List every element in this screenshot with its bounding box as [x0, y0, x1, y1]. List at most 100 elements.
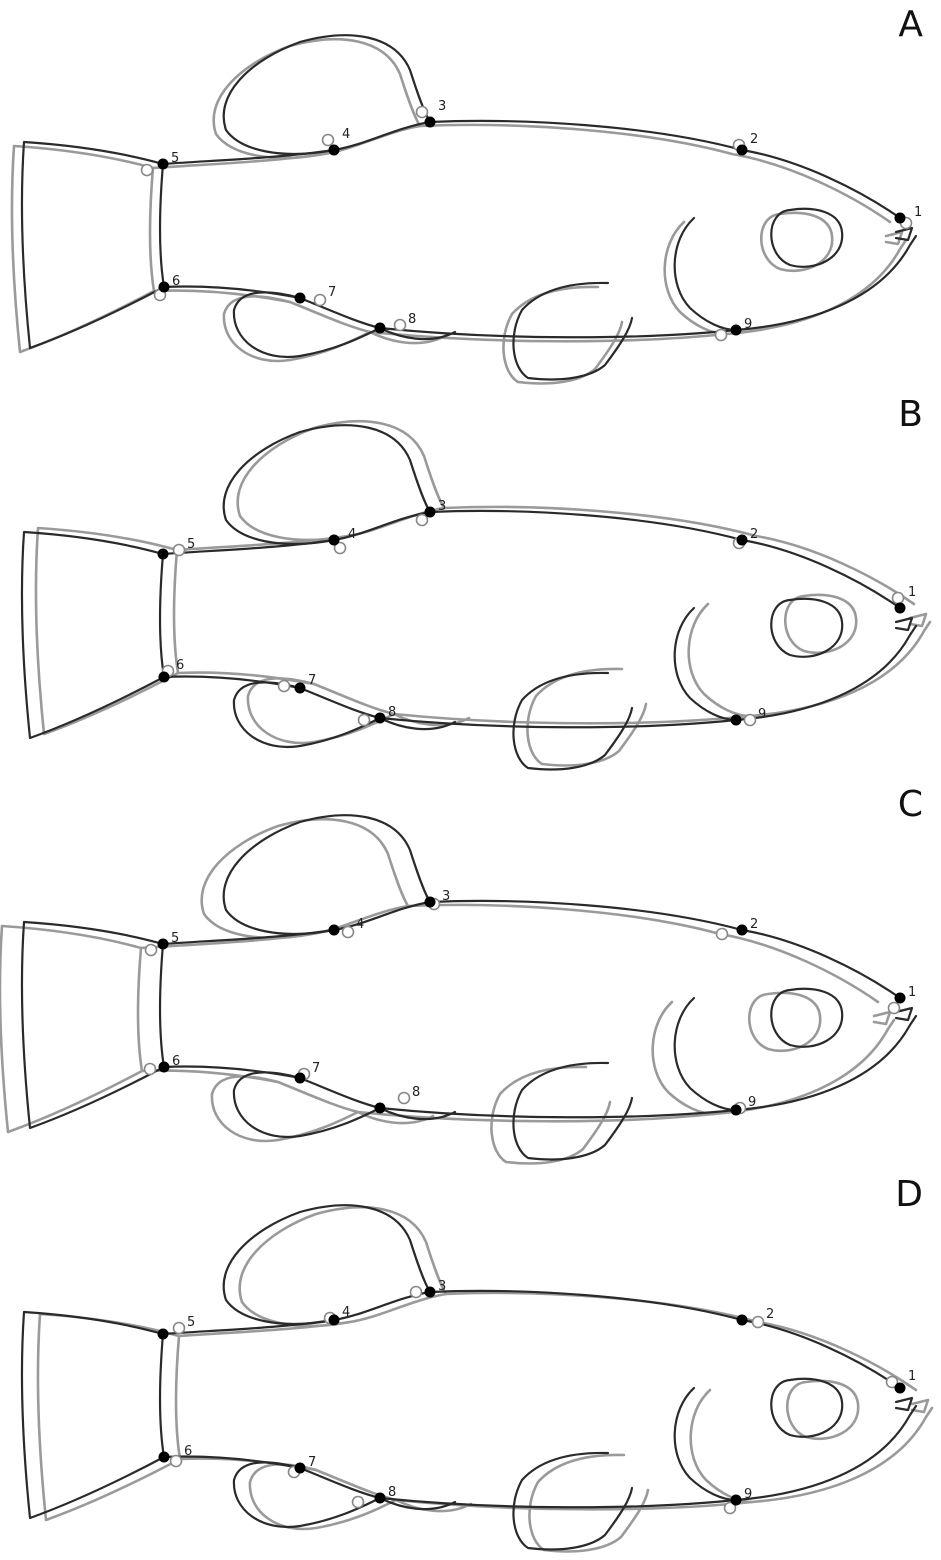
landmark-number-label: 3 [438, 499, 446, 514]
target-landmark-2 [737, 145, 748, 156]
landmark-number-label: 4 [356, 917, 364, 932]
target-landmark-5 [158, 159, 169, 170]
reference-landmark-8 [399, 1093, 410, 1104]
reference-feature-outline [36, 528, 178, 734]
target-feature-outline [22, 532, 164, 738]
reference-landmark-1 [889, 1003, 900, 1014]
target-feature-outline [896, 618, 912, 630]
target-feature-outline [513, 1063, 632, 1160]
target-landmark-9 [731, 325, 742, 336]
target-landmark-3 [425, 507, 436, 518]
landmark-number-label: 4 [342, 1305, 350, 1320]
landmark-number-label: 1 [908, 985, 916, 1000]
reference-feature-outline [665, 222, 726, 334]
target-landmark-7 [295, 293, 306, 304]
reference-feature-outline [38, 1314, 180, 1520]
reference-landmark-6 [171, 1456, 182, 1467]
target-feature-outline [896, 1398, 912, 1410]
reference-feature-outline [214, 39, 420, 158]
reference-feature-outline [787, 1381, 858, 1439]
target-feature-outline [675, 608, 736, 720]
target-landmark-8 [375, 713, 386, 724]
landmark-number-label: 9 [758, 707, 766, 722]
reference-landmark-5 [174, 545, 185, 556]
reference-landmark-6 [145, 1064, 156, 1075]
target-landmark-4 [329, 1315, 340, 1326]
target-landmark-6 [159, 1452, 170, 1463]
target-landmark-7 [295, 1073, 306, 1084]
reference-landmark-2 [717, 929, 728, 940]
target-landmark-8 [375, 1493, 386, 1504]
landmark-number-label: 3 [442, 889, 450, 904]
landmark-number-label: 2 [750, 527, 758, 542]
target-landmark-5 [158, 939, 169, 950]
target-landmark-2 [737, 925, 748, 936]
landmark-number-label: 5 [171, 931, 179, 946]
reference-feature-outline [874, 1012, 890, 1024]
reference-landmark-4 [343, 927, 354, 938]
landmark-number-label: 2 [750, 917, 758, 932]
reference-landmark-8 [359, 715, 370, 726]
panel-letter: A [898, 4, 923, 45]
landmark-number-label: 6 [176, 658, 184, 673]
target-feature-outline [224, 815, 430, 934]
landmark-number-label: 7 [308, 1455, 316, 1470]
panel-letter: B [898, 394, 923, 435]
landmark-number-label: 7 [312, 1061, 320, 1076]
landmark-number-label: 2 [766, 1307, 774, 1322]
reference-landmark-3 [417, 515, 428, 526]
target-landmark-8 [375, 323, 386, 334]
landmark-number-label: 9 [748, 1095, 756, 1110]
reference-landmark-1 [893, 593, 904, 604]
target-landmark-6 [159, 1062, 170, 1073]
target-feature-outline [224, 425, 430, 544]
target-landmark-3 [425, 117, 436, 128]
reference-feature-outline [12, 146, 154, 352]
target-landmark-9 [731, 715, 742, 726]
reference-landmark-7 [279, 681, 290, 692]
reference-landmark-5 [146, 945, 157, 956]
target-feature-outline [675, 218, 736, 330]
fish-outline-diagram: 123456789 [0, 1170, 941, 1560]
reference-feature-outline [529, 1455, 648, 1552]
target-landmark-2 [737, 1315, 748, 1326]
landmark-number-label: 9 [744, 317, 752, 332]
target-outline [22, 815, 916, 1159]
landmark-number-label: 1 [908, 585, 916, 600]
reference-landmark-5 [142, 165, 153, 176]
landmark-number-label: 7 [308, 673, 316, 688]
target-landmark-7 [295, 1463, 306, 1474]
target-feature-outline [771, 599, 842, 657]
target-feature-outline [513, 283, 632, 380]
landmark-number-label: 1 [908, 1369, 916, 1384]
target-landmark-1 [895, 993, 906, 1004]
reference-feature-outline [224, 296, 445, 361]
target-feature-outline [234, 1072, 455, 1137]
landmark-number-label: 6 [172, 274, 180, 289]
target-landmark-9 [731, 1105, 742, 1116]
reference-landmark-5 [174, 1323, 185, 1334]
reference-outline [36, 421, 930, 765]
target-landmark-1 [895, 1383, 906, 1394]
landmark-number-label: 1 [914, 205, 922, 220]
target-landmark-4 [329, 535, 340, 546]
reference-outline [12, 39, 906, 383]
landmark-number-label: 3 [438, 1279, 446, 1294]
reference-landmark-9 [716, 330, 727, 341]
target-landmark-8 [375, 1103, 386, 1114]
reference-landmark-3 [411, 1287, 422, 1298]
target-feature-outline [771, 1379, 842, 1437]
target-feature-outline [234, 682, 455, 747]
panel-letter: D [895, 1174, 923, 1215]
landmark-number-label: 8 [412, 1085, 420, 1100]
reference-landmark-8 [353, 1497, 364, 1508]
target-landmark-1 [895, 603, 906, 614]
reference-feature-outline [503, 287, 622, 384]
target-landmark-3 [425, 897, 436, 908]
reference-feature-outline [202, 819, 408, 938]
